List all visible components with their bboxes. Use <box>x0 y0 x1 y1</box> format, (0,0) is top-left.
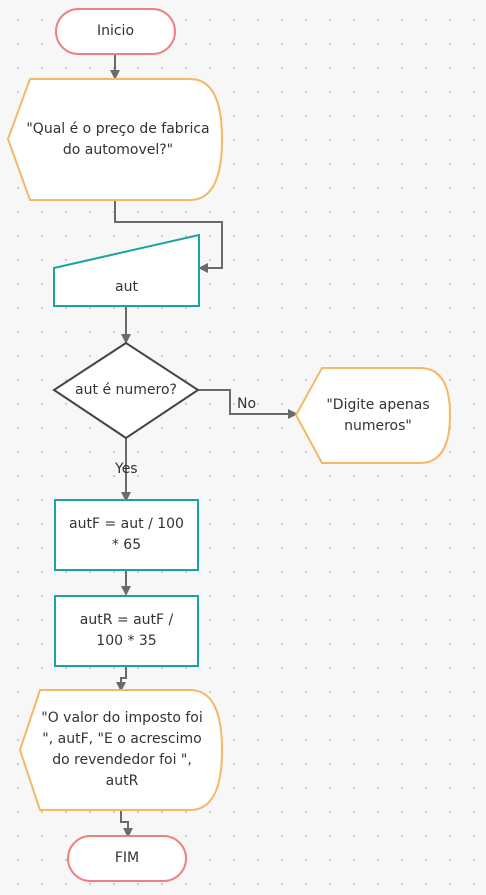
end-terminal-shape <box>67 835 187 882</box>
start-terminal-shape <box>55 8 176 55</box>
end-label: FIM <box>114 850 140 866</box>
edge-decision-error-no <box>198 389 298 419</box>
calc-f-process-shape <box>54 499 199 571</box>
output-label: "O valor do imposto foi ", autF, "E o ac… <box>41 710 203 789</box>
calc-f-label: autF = aut / 100 * 65 <box>69 516 184 553</box>
decision-shape <box>52 341 200 440</box>
start-label: Inicio <box>96 23 135 39</box>
error-display-shape <box>294 367 452 464</box>
decision-label: aut é numero? <box>75 381 177 398</box>
output-display-shape <box>18 689 224 811</box>
edge-calcr-output <box>116 666 127 692</box>
error-label: "Digite apenas numeros" <box>326 396 430 434</box>
calc-r-label: autR = autF / 100 * 35 <box>79 612 174 649</box>
input-label: aut <box>115 278 138 295</box>
question-display-shape <box>6 78 224 201</box>
edge-question-input <box>114 200 223 273</box>
question-label: "Qual é o preço de fabrica do automovel?… <box>26 120 210 158</box>
edge-output-end <box>120 810 133 838</box>
edge-label-no: No <box>237 396 257 412</box>
calc-r-process-shape <box>54 595 199 667</box>
input-manual-shape <box>53 233 200 307</box>
edge-label-yes: Yes <box>115 461 138 477</box>
